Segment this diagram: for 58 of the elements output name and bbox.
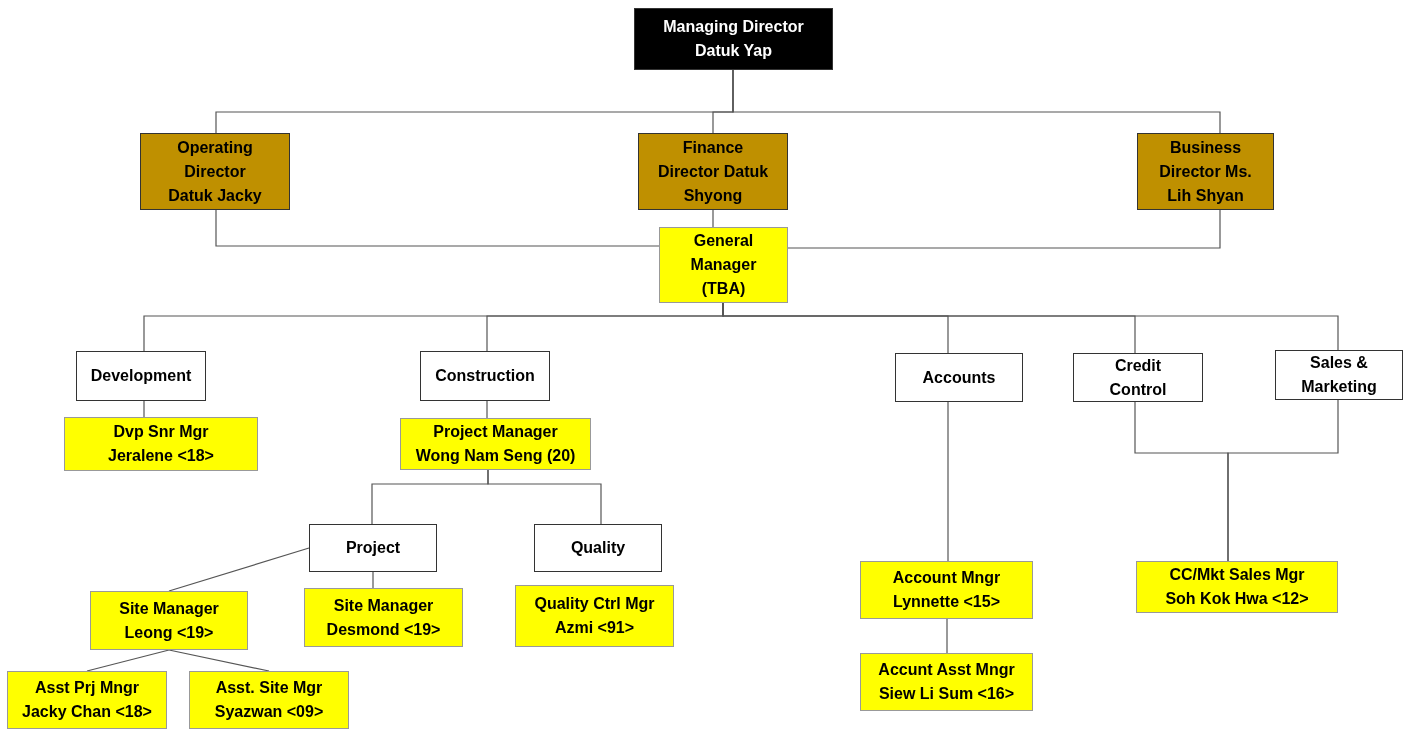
node-label: Project <box>344 538 402 558</box>
node-label: Managing Director Datuk Yap <box>662 17 805 61</box>
connector-line <box>712 209 714 228</box>
department-box <box>309 524 437 572</box>
position-box <box>659 227 788 303</box>
node-label: General Manager (TBA) <box>689 231 758 299</box>
position-box <box>140 133 290 210</box>
connector-line <box>215 209 660 247</box>
connector-line <box>487 469 602 525</box>
node-label: Quality <box>569 538 627 558</box>
department-box <box>1073 353 1203 402</box>
node-label: Finance Director Datuk Shyong <box>656 137 770 206</box>
position-box <box>304 588 463 647</box>
position-box <box>638 133 788 210</box>
connector-line <box>486 400 488 419</box>
connector-line <box>947 401 949 562</box>
connector-line <box>732 69 1221 134</box>
position-box <box>400 418 591 470</box>
connector-line <box>946 618 948 654</box>
position-box <box>64 417 258 471</box>
position-box <box>189 671 349 729</box>
position-box <box>634 8 833 70</box>
department-box <box>534 524 662 572</box>
node-label: Dvp Snr Mgr Jeralene <18> <box>107 422 215 466</box>
node-label: Asst. Site Mgr Syazwan <09> <box>213 678 325 722</box>
department-box <box>76 351 206 401</box>
node-label: Credit Control <box>1108 355 1168 400</box>
department-box <box>420 351 550 401</box>
node-label: Quality Ctrl Mgr Azmi <91> <box>533 594 656 638</box>
node-label: Site Manager Leong <19> <box>118 598 220 643</box>
connector-line <box>787 209 1221 249</box>
connector-line <box>86 649 170 672</box>
position-box <box>1136 561 1338 613</box>
node-label: Sales & Marketing <box>1300 353 1378 397</box>
connector-line <box>168 547 310 592</box>
node-label: Account Mngr Lynnette <15> <box>891 568 1002 612</box>
node-label: Site Manager Desmond <19> <box>325 595 442 640</box>
department-box <box>895 353 1023 402</box>
department-box <box>1275 350 1403 400</box>
position-box <box>860 653 1033 711</box>
position-box <box>515 585 674 647</box>
node-label: Development <box>89 366 193 386</box>
position-box <box>7 671 167 729</box>
node-label: Operating Director Datuk Jacky <box>167 137 263 206</box>
position-box <box>1137 133 1274 210</box>
position-box <box>90 591 248 650</box>
position-box <box>860 561 1033 619</box>
node-label: Accunt Asst Mngr Siew Li Sum <16> <box>877 660 1016 704</box>
connector-line <box>1227 399 1339 562</box>
connector-line <box>372 571 374 589</box>
connector-line <box>143 400 145 418</box>
connector-line <box>168 649 270 672</box>
node-label: Accounts <box>921 367 997 388</box>
node-label: Construction <box>434 366 536 386</box>
node-label: Project Manager Wong Nam Seng (20) <box>414 422 577 466</box>
node-label: Business Director Ms. Lih Shyan <box>1158 137 1253 206</box>
node-label: CC/Mkt Sales Mgr Soh Kok Hwa <12> <box>1164 565 1310 609</box>
node-label: Asst Prj Mngr Jacky Chan <18> <box>21 678 153 722</box>
